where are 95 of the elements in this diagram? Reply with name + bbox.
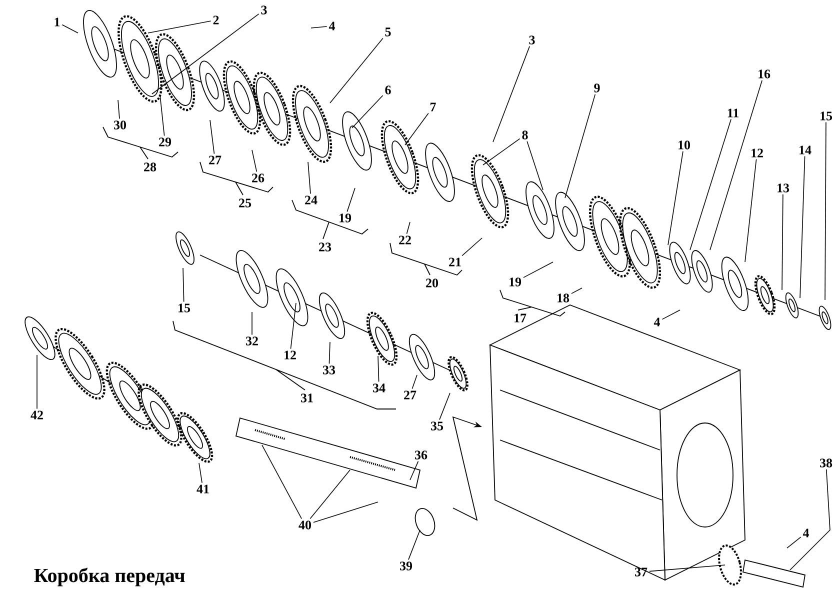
callout-number: 38 [820, 458, 832, 468]
leader-line [160, 94, 165, 136]
callout-number: 27 [209, 156, 222, 164]
callout-number: 16 [758, 70, 770, 78]
leader-line [462, 238, 482, 256]
callout-number: 19 [510, 278, 522, 286]
callout-number: 15 [178, 304, 190, 312]
callout-number: 23 [319, 242, 332, 252]
callout-number: 20 [426, 278, 438, 288]
leader-line [790, 468, 830, 570]
callout-number: 1 [54, 18, 60, 26]
leader-line [313, 502, 378, 523]
leader-line [406, 222, 410, 234]
callout-number: 18 [558, 294, 570, 302]
leader-line [744, 158, 757, 262]
leader-line [782, 194, 784, 290]
callout-number: 32 [246, 336, 258, 346]
callout-number: 12 [752, 148, 763, 158]
leader-line [62, 24, 78, 34]
callout-number: 36 [415, 450, 428, 460]
callout-number: 7 [430, 102, 436, 112]
leader-line [662, 310, 680, 320]
leader-line [404, 112, 429, 146]
callout-number: 15 [820, 112, 832, 120]
callout-number: 31 [301, 394, 313, 402]
callout-number: 34 [373, 384, 386, 392]
callout-number: 3 [529, 36, 535, 44]
callout-number: 26 [252, 174, 264, 182]
leader-line [564, 94, 596, 198]
leader-line [410, 460, 419, 480]
leader-line [210, 120, 215, 154]
callout-number: 17 [514, 314, 526, 322]
callout-number: 41 [196, 484, 209, 494]
leader-line [800, 156, 806, 298]
callout-number: 4 [328, 22, 336, 30]
title: Коробка передач [34, 568, 185, 586]
leader-line [649, 564, 726, 572]
callout-number: 27 [404, 390, 416, 400]
leader-line [328, 342, 330, 364]
leader-line [710, 80, 762, 250]
leader-line [252, 150, 258, 172]
leader-line [408, 530, 420, 560]
callout-number: 14 [800, 146, 812, 154]
leader-line [310, 26, 328, 28]
leader-line [36, 354, 38, 410]
callout-number: 12 [284, 350, 296, 360]
callout-number: 21 [449, 258, 461, 266]
leader-line [182, 268, 184, 302]
leader-line [439, 392, 450, 420]
callout-number: 8 [522, 130, 528, 140]
leader-line [310, 470, 350, 520]
callout-number: 35 [431, 422, 444, 430]
callout-number: 37 [635, 568, 648, 576]
leader-line [526, 140, 544, 190]
leader-line [352, 95, 384, 128]
callout-number: 5 [385, 28, 391, 36]
leader-line [786, 536, 802, 548]
callout-number: 42 [30, 410, 43, 420]
leader-line [330, 38, 384, 104]
callout-number: 11 [728, 108, 738, 118]
leader-line [378, 356, 380, 382]
leader-line [152, 14, 260, 94]
leader-line [668, 150, 684, 246]
callout-number: 33 [323, 366, 336, 374]
callout-number: 29 [159, 138, 172, 146]
callout-number: 6 [385, 86, 391, 94]
callout-number: 4 [802, 528, 810, 538]
leader-line [148, 20, 212, 34]
leader-line [492, 46, 530, 142]
callout-number: 13 [778, 184, 790, 192]
leader-line [346, 188, 356, 212]
leader-line [523, 262, 554, 278]
callout-number: 25 [239, 198, 252, 208]
callout-number: 2 [213, 16, 219, 24]
callout-number: 40 [298, 520, 312, 530]
leader-line [824, 122, 826, 300]
callout-number: 9 [594, 84, 600, 92]
leader-line [262, 444, 302, 520]
callout-number: 24 [305, 196, 318, 204]
leader-line [482, 138, 520, 166]
callout-number: 22 [399, 236, 411, 244]
callout-number: 3 [261, 6, 267, 14]
leader-line [571, 288, 582, 294]
callout-number: 19 [340, 214, 352, 222]
callout-number: 4 [654, 318, 660, 326]
leader-line [308, 162, 311, 194]
callout-number: 28 [144, 162, 156, 172]
leader-line [690, 118, 732, 250]
leader-line [118, 100, 120, 120]
callout-number: 39 [400, 562, 412, 570]
leader-line [290, 302, 296, 350]
callout-number: 30 [114, 120, 126, 130]
callout-number: 10 [678, 140, 690, 150]
leader-line [198, 462, 202, 484]
leader-line [412, 374, 418, 390]
